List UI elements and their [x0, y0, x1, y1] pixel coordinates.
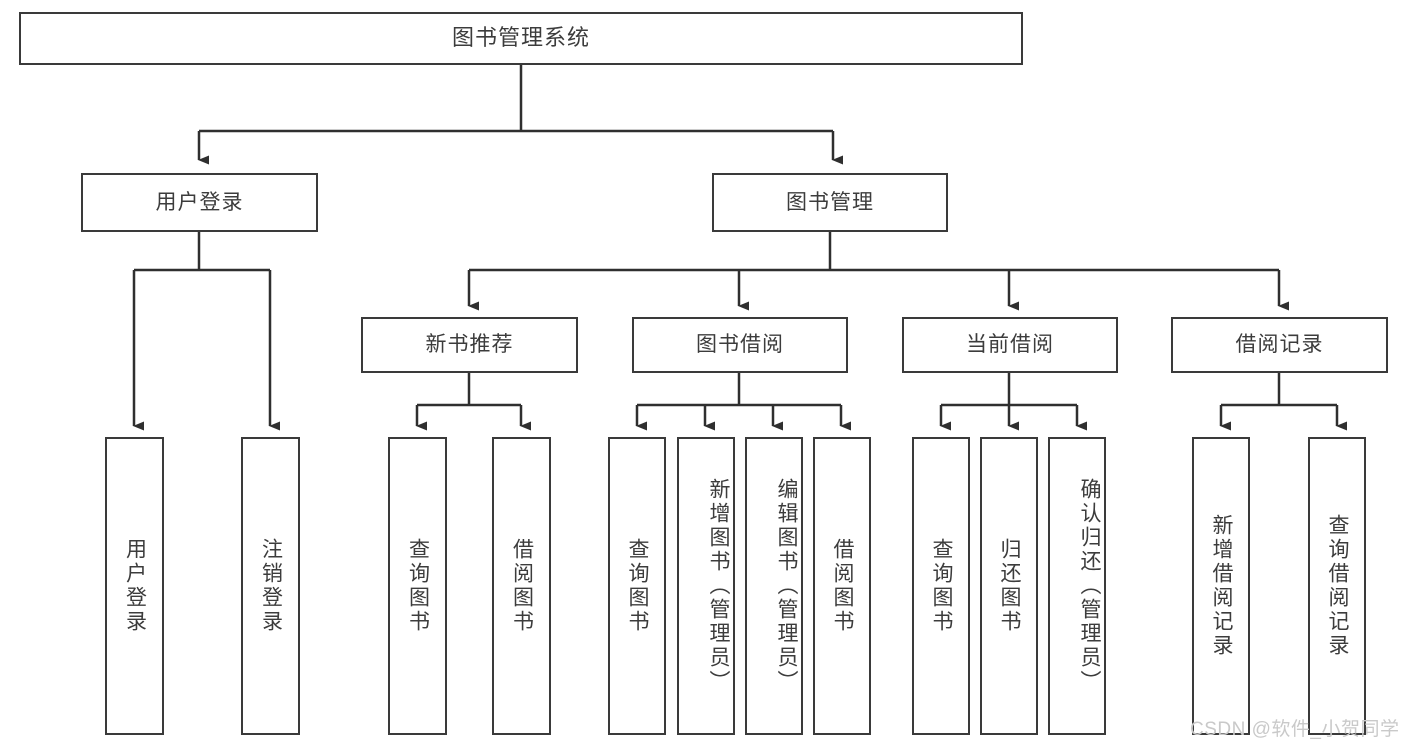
leaf-label: 借阅图书 [831, 538, 854, 634]
leaf-label: 注销登录 [259, 538, 283, 634]
leaf-add-book-admin[interactable]: 新增图书（管理员） [677, 437, 735, 735]
leaf-label: 确认归还（管理员） [1078, 478, 1101, 694]
node-book-borrow[interactable]: 图书借阅 [632, 317, 848, 373]
leaf-edit-book-admin[interactable]: 编辑图书（管理员） [745, 437, 803, 735]
leaf-borrow-book[interactable]: 借阅图书 [813, 437, 871, 735]
node-user-login[interactable]: 用户登录 [81, 173, 318, 232]
leaf-label: 新增图书（管理员） [707, 478, 730, 694]
leaf-confirm-return-admin[interactable]: 确认归还（管理员） [1048, 437, 1106, 735]
node-root-system[interactable]: 图书管理系统 [19, 12, 1023, 65]
leaf-label: 查询图书 [406, 538, 430, 634]
leaf-label: 借阅图书 [510, 538, 534, 634]
node-borrow-record[interactable]: 借阅记录 [1171, 317, 1388, 373]
leaf-query-book-recommend[interactable]: 查询图书 [388, 437, 447, 735]
leaf-user-login[interactable]: 用户登录 [105, 437, 164, 735]
leaf-label: 用户登录 [123, 538, 147, 634]
leaf-add-borrow-record[interactable]: 新增借阅记录 [1192, 437, 1250, 735]
leaf-logout-login[interactable]: 注销登录 [241, 437, 300, 735]
leaf-label: 新增借阅记录 [1210, 514, 1233, 658]
leaf-label: 编辑图书（管理员） [775, 478, 798, 694]
node-new-book-recommend[interactable]: 新书推荐 [361, 317, 578, 373]
leaf-return-book[interactable]: 归还图书 [980, 437, 1038, 735]
leaf-borrow-book-recommend[interactable]: 借阅图书 [492, 437, 551, 735]
csdn-watermark: CSDN @软件_小贺同学 [1190, 719, 1400, 740]
leaf-query-book-current[interactable]: 查询图书 [912, 437, 970, 735]
leaf-query-book-borrow[interactable]: 查询图书 [608, 437, 666, 735]
node-book-management[interactable]: 图书管理 [712, 173, 948, 232]
leaf-query-borrow-record[interactable]: 查询借阅记录 [1308, 437, 1366, 735]
leaf-label: 查询借阅记录 [1326, 514, 1349, 658]
leaf-label: 查询图书 [626, 538, 649, 634]
leaf-label: 查询图书 [930, 538, 953, 634]
node-current-borrow[interactable]: 当前借阅 [902, 317, 1118, 373]
leaf-label: 归还图书 [998, 538, 1021, 634]
